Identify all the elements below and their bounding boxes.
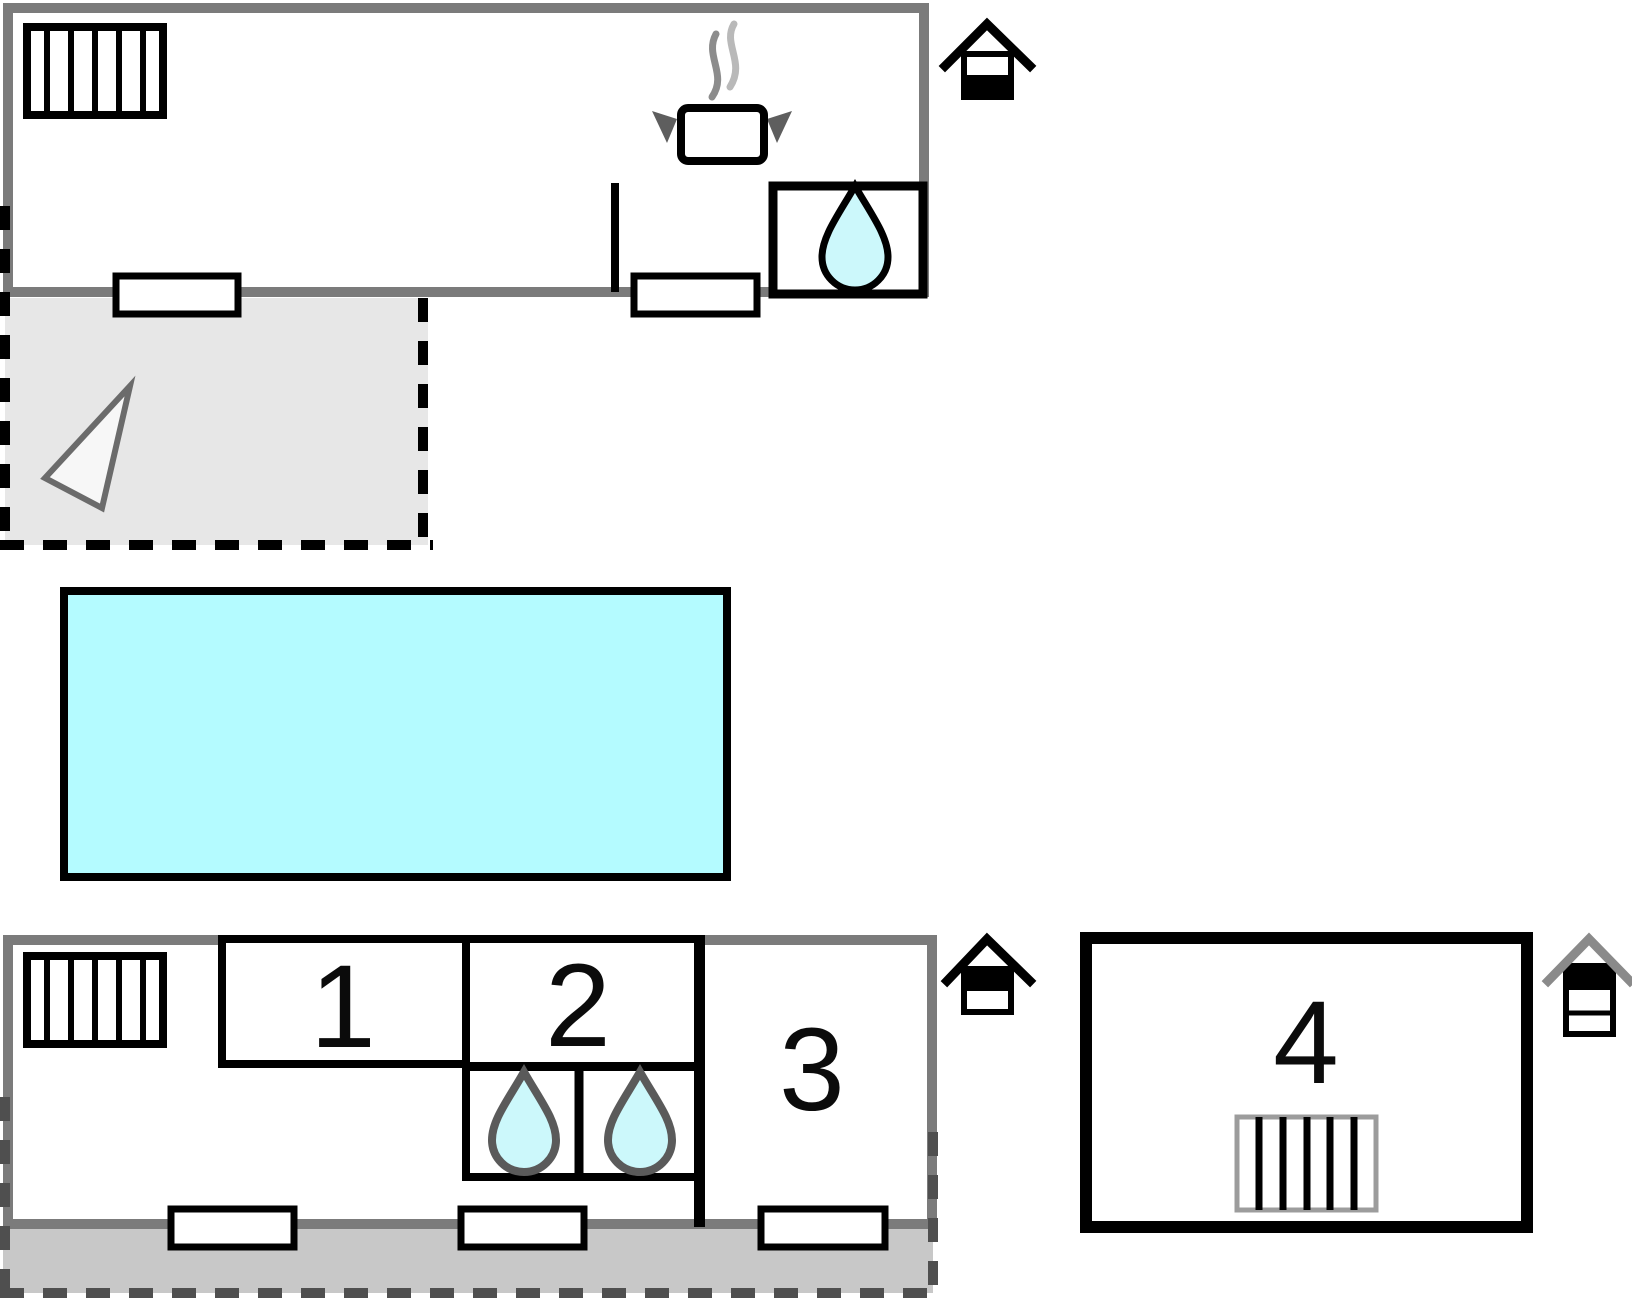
- window-bedroom-left: [167, 1205, 298, 1251]
- water-drop-icon: [818, 178, 892, 294]
- room-4-label: 4: [1273, 977, 1339, 1109]
- level-icon-roof: [940, 932, 1037, 988]
- terrace-upper-fill: [5, 298, 428, 545]
- level-icon-roof-gray: [1541, 932, 1632, 988]
- water-drop-icon: [603, 1063, 677, 1176]
- room-2-label: 2: [545, 940, 611, 1072]
- steam-wave-dark: [708, 30, 722, 101]
- level-icon-roof: [938, 17, 1037, 73]
- window-bedroom-middle: [457, 1205, 588, 1251]
- window-main-right: [630, 272, 761, 318]
- bathrooms-bedroom-level: [462, 1063, 702, 1181]
- level-icon-frame: [961, 966, 1014, 1015]
- north-arrow-icon: [40, 375, 136, 513]
- room-2: 2: [462, 935, 702, 1072]
- staircase-steps: [1255, 1117, 1358, 1210]
- building-annex: 4: [1080, 932, 1533, 1233]
- window-bedroom-right: [757, 1205, 889, 1251]
- level-icon-frame: [961, 51, 1014, 100]
- level-icon-attic-filled: [1541, 932, 1632, 1037]
- room-3-label: 3: [779, 1004, 845, 1136]
- pot-body: [677, 104, 768, 165]
- room-3-divider-wall: [694, 935, 705, 1227]
- stove-icon: [652, 20, 792, 165]
- steam-wave-light: [726, 20, 740, 91]
- level-icon-bottom-filled: [938, 17, 1037, 100]
- staircase-icon-bedroom-level: [23, 952, 167, 1048]
- interior-wall-stub: [611, 183, 619, 292]
- level-icon-frame: [1563, 963, 1616, 1037]
- window-main-left: [112, 272, 242, 318]
- level-icon-top-filled: [940, 932, 1037, 1015]
- swimming-pool: [60, 587, 731, 881]
- room-1-label: 1: [310, 941, 376, 1073]
- staircase-icon-annex: [1234, 1114, 1379, 1213]
- water-drop-icon: [487, 1063, 561, 1176]
- terrace-upper: [0, 206, 433, 550]
- pot-handle-right: [767, 111, 792, 143]
- staircase-icon-main: [23, 23, 167, 119]
- staircase-steps: [44, 27, 146, 115]
- pot-handle-left: [652, 111, 677, 143]
- staircase-steps: [44, 956, 146, 1044]
- bathroom-main-level: [768, 178, 928, 299]
- room-1: 1: [218, 935, 473, 1073]
